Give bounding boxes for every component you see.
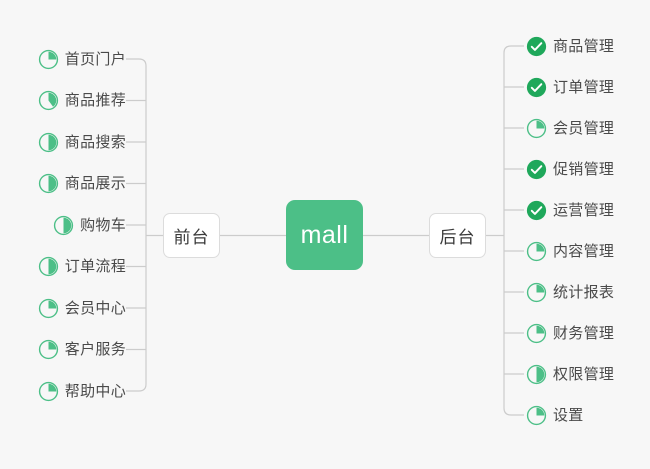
leaf-node-label: 统计报表 xyxy=(553,283,615,301)
leaf-node-label: 客户服务 xyxy=(64,341,126,358)
branch-node-backend-label: 后台 xyxy=(439,228,476,247)
leaf-node-label: 会员中心 xyxy=(64,299,126,317)
leaf-node-label: 财务管理 xyxy=(553,324,615,342)
progress-pie-icon xyxy=(38,49,58,69)
leaf-node-label: 商品管理 xyxy=(553,37,615,55)
progress-pie-icon xyxy=(53,215,74,235)
leaf-node-frontend-3[interactable]: 商品搜索 xyxy=(38,129,126,155)
leaf-node-backend-5[interactable]: 运营管理 xyxy=(526,197,614,223)
branch-node-frontend[interactable]: 前台 xyxy=(163,213,220,258)
leaf-node-backend-3[interactable]: 会员管理 xyxy=(526,115,614,141)
progress-pie-icon xyxy=(38,173,58,194)
progress-pie-icon xyxy=(526,405,547,425)
leaf-node-label: 权限管理 xyxy=(553,365,615,383)
leaf-node-backend-7[interactable]: 统计报表 xyxy=(526,279,614,305)
progress-pie-icon xyxy=(526,282,547,302)
leaf-node-frontend-5[interactable]: 购物车 xyxy=(53,212,126,238)
check-circle-icon xyxy=(526,200,547,220)
progress-pie-icon xyxy=(38,381,58,401)
leaf-node-backend-9[interactable]: 权限管理 xyxy=(526,361,614,387)
leaf-node-label: 订单管理 xyxy=(553,78,615,96)
leaf-node-label: 内容管理 xyxy=(553,242,615,260)
leaf-node-label: 订单流程 xyxy=(64,258,126,275)
connector-spine-frontend xyxy=(126,58,147,392)
check-circle-icon xyxy=(526,159,547,179)
leaf-node-frontend-4[interactable]: 商品展示 xyxy=(38,171,126,197)
leaf-node-frontend-2[interactable]: 商品推荐 xyxy=(38,88,126,114)
progress-pie-icon xyxy=(526,118,547,138)
check-circle-icon xyxy=(526,77,547,97)
root-node-mall[interactable]: mall xyxy=(286,200,363,270)
leaf-node-backend-8[interactable]: 财务管理 xyxy=(526,320,614,346)
leaf-node-label: 购物车 xyxy=(80,216,126,234)
leaf-node-label: 商品推荐 xyxy=(64,92,126,109)
progress-pie-icon xyxy=(38,339,58,360)
leaf-node-label: 促销管理 xyxy=(553,160,615,178)
leaf-node-backend-6[interactable]: 内容管理 xyxy=(526,238,614,264)
connector-spine-backend xyxy=(503,45,524,416)
branch-node-frontend-label: 前台 xyxy=(173,228,210,247)
leaf-node-frontend-6[interactable]: 订单流程 xyxy=(38,254,126,280)
leaf-node-label: 运营管理 xyxy=(553,201,615,219)
leaf-node-label: 商品展示 xyxy=(64,175,126,192)
progress-pie-icon xyxy=(526,241,547,261)
leaf-node-backend-1[interactable]: 商品管理 xyxy=(526,33,614,59)
leaf-node-label: 首页门户 xyxy=(64,50,126,68)
progress-pie-icon xyxy=(38,132,58,152)
leaf-node-frontend-7[interactable]: 会员中心 xyxy=(38,295,126,321)
leaf-node-frontend-8[interactable]: 客户服务 xyxy=(38,337,126,363)
leaf-node-backend-4[interactable]: 促销管理 xyxy=(526,156,614,182)
leaf-node-frontend-9[interactable]: 帮助中心 xyxy=(38,378,126,404)
leaf-node-frontend-1[interactable]: 首页门户 xyxy=(38,46,126,72)
leaf-node-label: 帮助中心 xyxy=(64,382,126,400)
progress-pie-icon xyxy=(38,90,58,111)
leaf-node-backend-2[interactable]: 订单管理 xyxy=(526,74,614,100)
progress-pie-icon xyxy=(38,298,58,318)
leaf-node-label: 会员管理 xyxy=(553,119,615,137)
branch-node-backend[interactable]: 后台 xyxy=(429,213,486,258)
progress-pie-icon xyxy=(526,364,547,384)
progress-pie-icon xyxy=(38,256,58,277)
leaf-node-label: 设置 xyxy=(553,406,584,424)
progress-pie-icon xyxy=(526,323,547,343)
check-circle-icon xyxy=(526,36,547,56)
root-node-label: mall xyxy=(300,220,349,249)
leaf-node-backend-10[interactable]: 设置 xyxy=(526,402,584,428)
leaf-node-label: 商品搜索 xyxy=(64,133,126,151)
